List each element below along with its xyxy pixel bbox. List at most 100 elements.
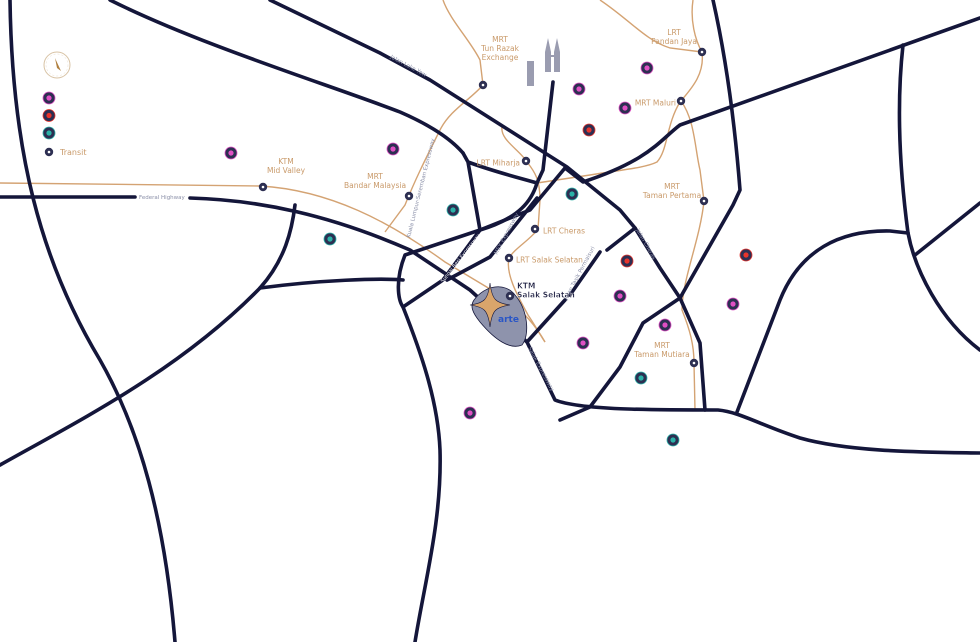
- station-marker[interactable]: [505, 291, 515, 301]
- road-label-federal-highway: Federal Highway: [139, 195, 186, 201]
- road-east-arterial: [563, 16, 980, 184]
- station-marker[interactable]: [699, 196, 709, 206]
- arte-logo[interactable]: arte: [469, 282, 528, 347]
- station-marker[interactable]: [478, 80, 488, 90]
- legend-item-transit: Transit: [44, 147, 87, 157]
- legend-label: Transit: [59, 148, 87, 157]
- poi-teal-2[interactable]: [446, 203, 460, 217]
- road-label-loke-yew: Jalan Loke Yew: [388, 54, 428, 79]
- road-east-south: [735, 229, 910, 414]
- road-towers-spur: [478, 80, 555, 232]
- station-label: MRT: [664, 182, 680, 191]
- poi-teal-4[interactable]: [634, 371, 648, 385]
- lrt-link-line: [536, 51, 704, 184]
- legend-marker-red[interactable]: [42, 109, 56, 122]
- station-label: Pandan Jaya: [651, 37, 697, 46]
- station-label: Salak Selatan: [517, 291, 575, 300]
- road-east-vertical: [558, 0, 742, 422]
- station-marker[interactable]: [697, 47, 707, 57]
- station-label: Tun Razak: [480, 44, 520, 53]
- poi-markers: [224, 61, 753, 447]
- road-label-salak-expy: Salak Expressway: [526, 346, 555, 393]
- station-marker[interactable]: [504, 253, 514, 263]
- road-federal-highway: [0, 195, 980, 455]
- poi-teal-1[interactable]: [323, 232, 337, 246]
- station-label: LRT Cheras: [543, 227, 585, 236]
- poi-pink-10[interactable]: [726, 297, 740, 311]
- poi-pink-4[interactable]: [640, 61, 654, 75]
- station-label: MRT: [654, 341, 670, 350]
- station-label: LRT: [667, 28, 681, 37]
- mrt-line-west: [384, 0, 484, 233]
- twin-towers-icon: [527, 38, 560, 86]
- poi-pink-8[interactable]: [576, 336, 590, 350]
- station-label: Taman Pertama: [642, 191, 701, 200]
- station-marker[interactable]: [689, 358, 699, 368]
- poi-red-2[interactable]: [620, 254, 634, 268]
- star-icon: [469, 282, 511, 328]
- legend-item-pink: [42, 91, 56, 105]
- road-jalan-loke-yew: [268, 0, 682, 300]
- road-label-kl-seremban: Kuala Lumpur-Seremban Expressway: [406, 137, 437, 238]
- poi-pink-7[interactable]: [658, 318, 672, 332]
- station-label: LRT Miharja: [477, 159, 520, 168]
- station-marker[interactable]: [521, 156, 531, 166]
- poi-pink-5[interactable]: [618, 101, 632, 115]
- poi-pink-6[interactable]: [613, 289, 627, 303]
- poi-pink-1[interactable]: [224, 146, 238, 160]
- legend-marker-transit[interactable]: [44, 147, 54, 157]
- legend-item-red: [42, 109, 56, 122]
- legend: Transit: [42, 91, 87, 157]
- road-far-east-spur: [913, 201, 980, 257]
- road-mid-west: [258, 277, 405, 290]
- station-marker[interactable]: [258, 182, 268, 192]
- poi-teal-5[interactable]: [666, 433, 680, 447]
- road-south-central: [396, 228, 482, 642]
- poi-pink-2[interactable]: [386, 142, 400, 156]
- rail-lines: [0, 0, 705, 411]
- station-marker[interactable]: [530, 224, 540, 234]
- poi-teal-3[interactable]: [565, 187, 579, 201]
- poi-pink-3[interactable]: [572, 82, 586, 96]
- station-marker[interactable]: [676, 96, 686, 106]
- station[interactable]: LRT Cheras: [530, 224, 585, 236]
- poi-pink-9[interactable]: [463, 406, 477, 420]
- road-jalan-cheras: [678, 296, 707, 412]
- road-north-west: [108, 0, 465, 155]
- road-jalan-tasik-permaisuri: [525, 226, 637, 344]
- brand-text: arte: [498, 315, 519, 325]
- station-label: KTM: [517, 282, 535, 291]
- road-kl-seremban-expy: [461, 151, 539, 232]
- legend-marker-teal[interactable]: [42, 126, 56, 140]
- legend-marker-pink[interactable]: [42, 91, 56, 105]
- legend-item-teal: [42, 126, 56, 140]
- station[interactable]: LRT Salak Selatan: [504, 253, 583, 265]
- road-label-jalan-cheras: Jalan Cheras: [634, 227, 657, 261]
- station-label: Exchange: [482, 53, 519, 62]
- station[interactable]: LRT Miharja: [477, 156, 531, 168]
- poi-red-3[interactable]: [739, 248, 753, 262]
- compass-icon: [43, 51, 71, 79]
- station-marker[interactable]: [404, 191, 414, 201]
- station-label: Taman Mutiara: [633, 350, 690, 359]
- station-label: Mid Valley: [267, 166, 306, 175]
- station-label: MRT: [367, 172, 383, 181]
- road-west-curve: [8, 0, 177, 642]
- station[interactable]: MRT Maluri: [635, 96, 686, 108]
- poi-red-1[interactable]: [582, 123, 596, 137]
- road-far-east: [897, 43, 980, 352]
- road-mex-expy: [445, 196, 539, 282]
- road-south-west: [0, 203, 297, 467]
- station-label: Bandar Malaysia: [344, 181, 406, 190]
- station-label: LRT Salak Selatan: [516, 256, 583, 265]
